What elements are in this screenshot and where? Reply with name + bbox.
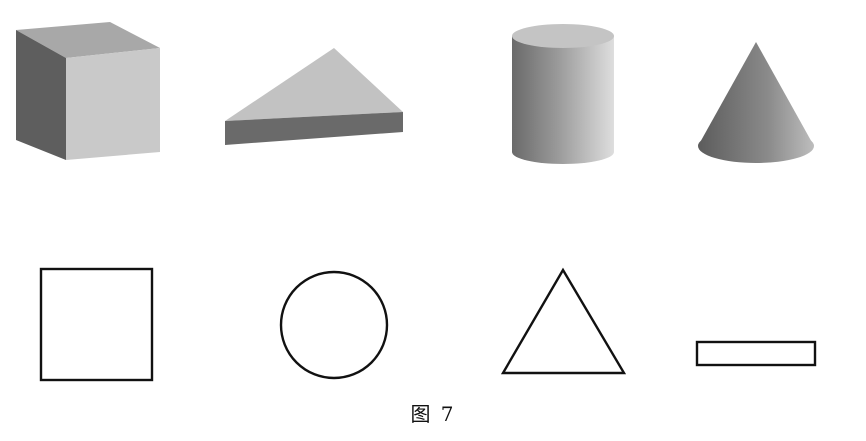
cylinder-body [512, 36, 614, 152]
figure-caption: 图 7 [410, 402, 456, 426]
prism-top-face [225, 48, 403, 121]
cone-side [698, 42, 814, 146]
triangular-prism-icon [225, 48, 403, 145]
cylinder-top [512, 24, 614, 48]
prism-front-face [225, 112, 403, 145]
cube-front-face [66, 48, 160, 160]
cube-left-face [16, 30, 66, 160]
triangle-outline-icon [500, 267, 627, 375]
square-outline-icon [39, 267, 154, 382]
cone-icon [698, 42, 814, 163]
cube-top-face [16, 22, 160, 58]
rectangle-outline-icon [695, 340, 817, 367]
cube-icon [16, 22, 160, 160]
cylinder-bottom [512, 140, 614, 164]
cylinder-icon [512, 24, 614, 164]
cone-base [698, 129, 814, 163]
circle-outline-icon [279, 270, 389, 380]
